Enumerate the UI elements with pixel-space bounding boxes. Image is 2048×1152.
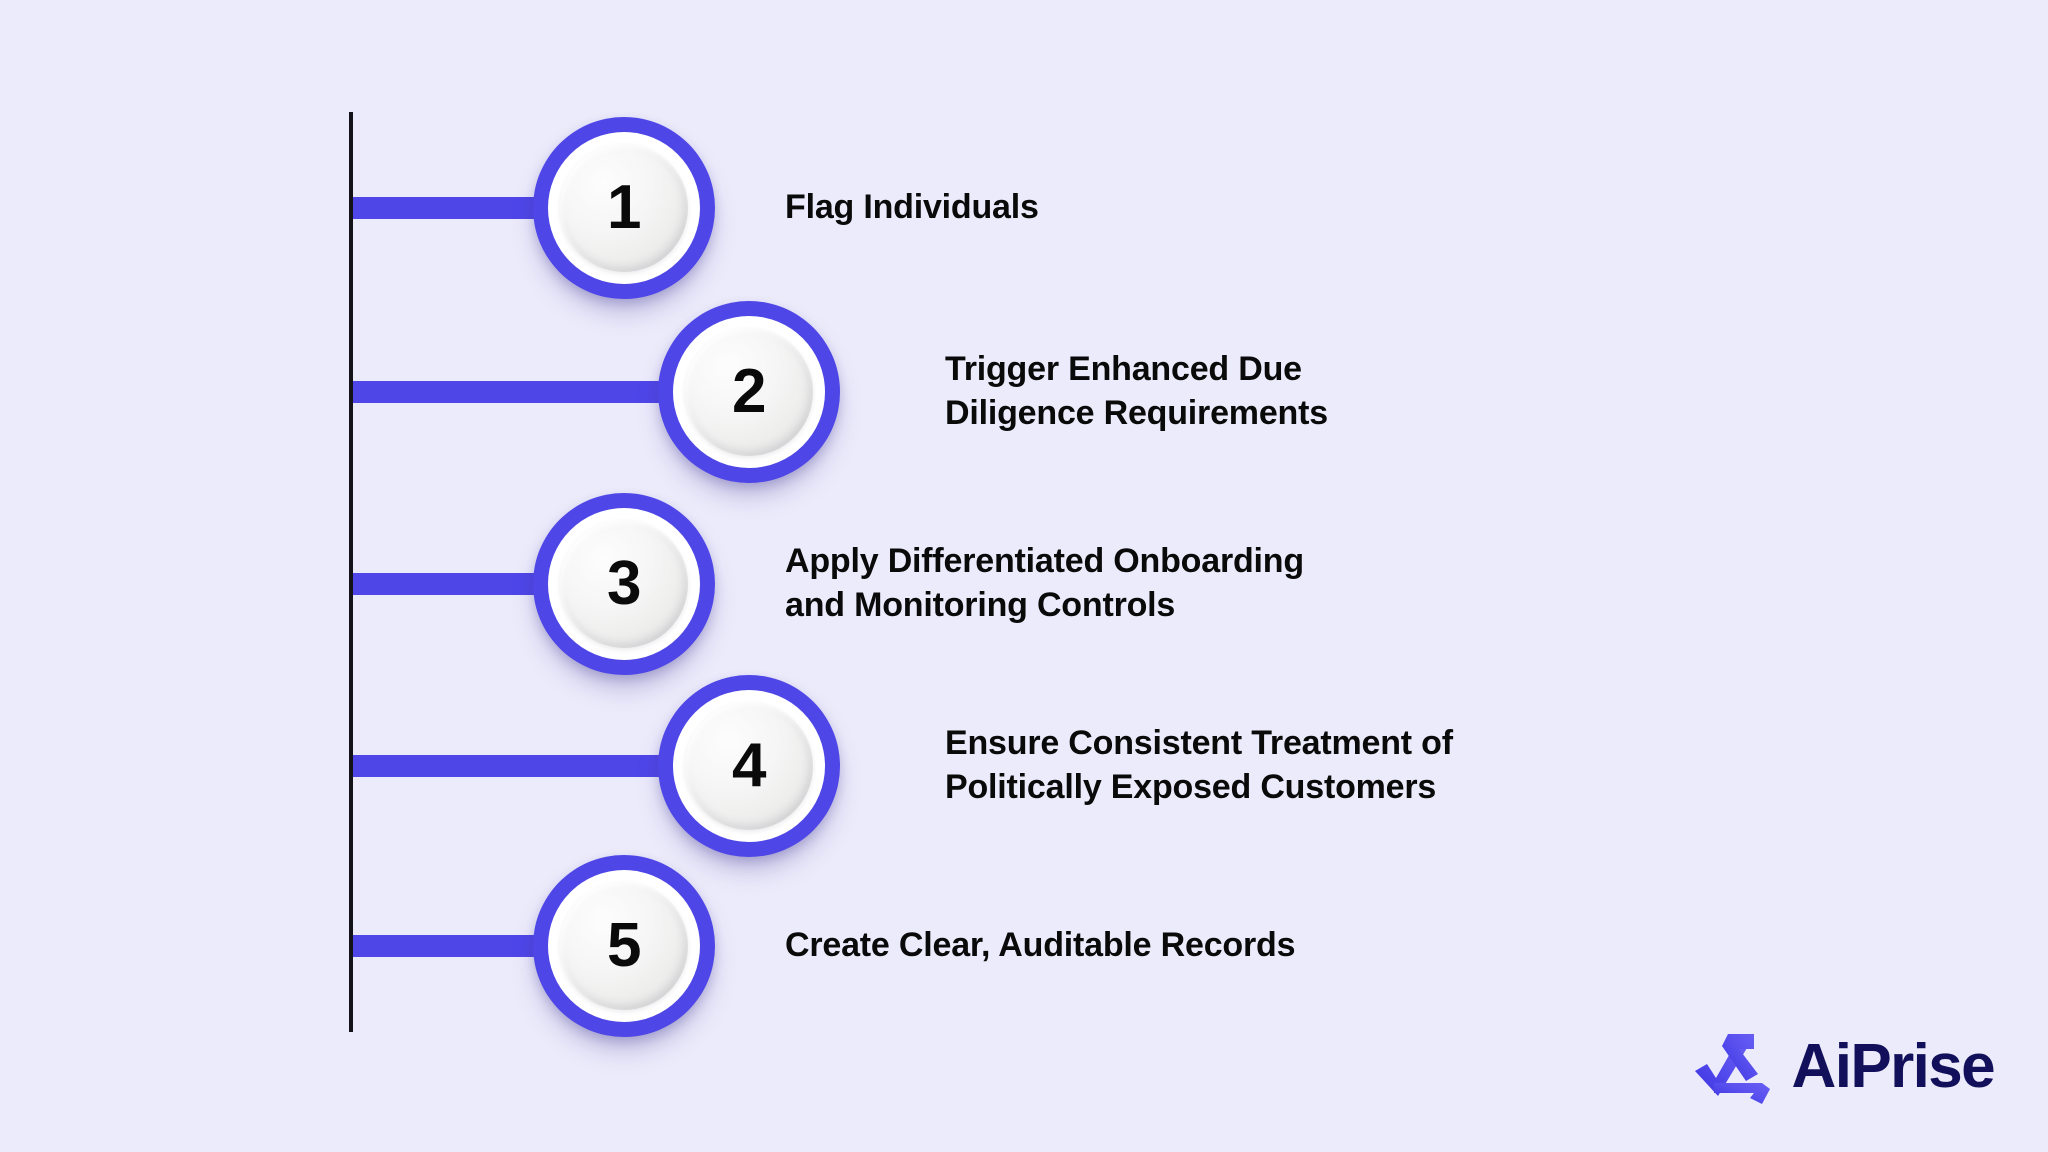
step-label-4: Ensure Consistent Treatment of Political… <box>945 724 1453 806</box>
step-connector-1 <box>351 197 547 219</box>
step-connector-5 <box>351 935 547 957</box>
badge-ring: 1 <box>548 132 700 284</box>
badge-ring: 2 <box>673 316 825 468</box>
step-number-badge-1[interactable]: 1 <box>533 117 715 299</box>
step-connector-4 <box>351 755 672 777</box>
step-number-text: 2 <box>732 357 766 426</box>
badge-disc: 4 <box>685 702 813 830</box>
badge-ring: 5 <box>548 870 700 1022</box>
step-number-badge-5[interactable]: 5 <box>533 855 715 1037</box>
badge-disc: 5 <box>560 882 688 1010</box>
brand-logo: AiPrise <box>1692 1026 1996 1108</box>
step-number-text: 3 <box>607 549 641 618</box>
step-number-text: 4 <box>732 731 766 800</box>
step-number-badge-3[interactable]: 3 <box>533 493 715 675</box>
badge-disc: 1 <box>560 144 688 272</box>
step-label-1: Flag Individuals <box>785 188 1039 227</box>
badge-disc: 2 <box>685 328 813 456</box>
step-connector-3 <box>351 573 547 595</box>
step-label-3: Apply Differentiated Onboarding and Moni… <box>785 542 1304 624</box>
step-connector-2 <box>351 381 672 403</box>
step-number-text: 1 <box>607 173 641 242</box>
timeline-spine <box>349 112 353 1032</box>
step-number-text: 5 <box>607 911 641 980</box>
badge-disc: 3 <box>560 520 688 648</box>
badge-ring: 3 <box>548 508 700 660</box>
step-number-badge-4[interactable]: 4 <box>658 675 840 857</box>
step-number-badge-2[interactable]: 2 <box>658 301 840 483</box>
step-label-5: Create Clear, Auditable Records <box>785 926 1296 965</box>
brand-wordmark: AiPrise <box>1791 1032 1996 1101</box>
aiprise-triangle-check-logo-icon <box>1694 1034 1770 1104</box>
badge-ring: 4 <box>673 690 825 842</box>
step-label-2: Trigger Enhanced Due Diligence Requireme… <box>945 350 1328 432</box>
